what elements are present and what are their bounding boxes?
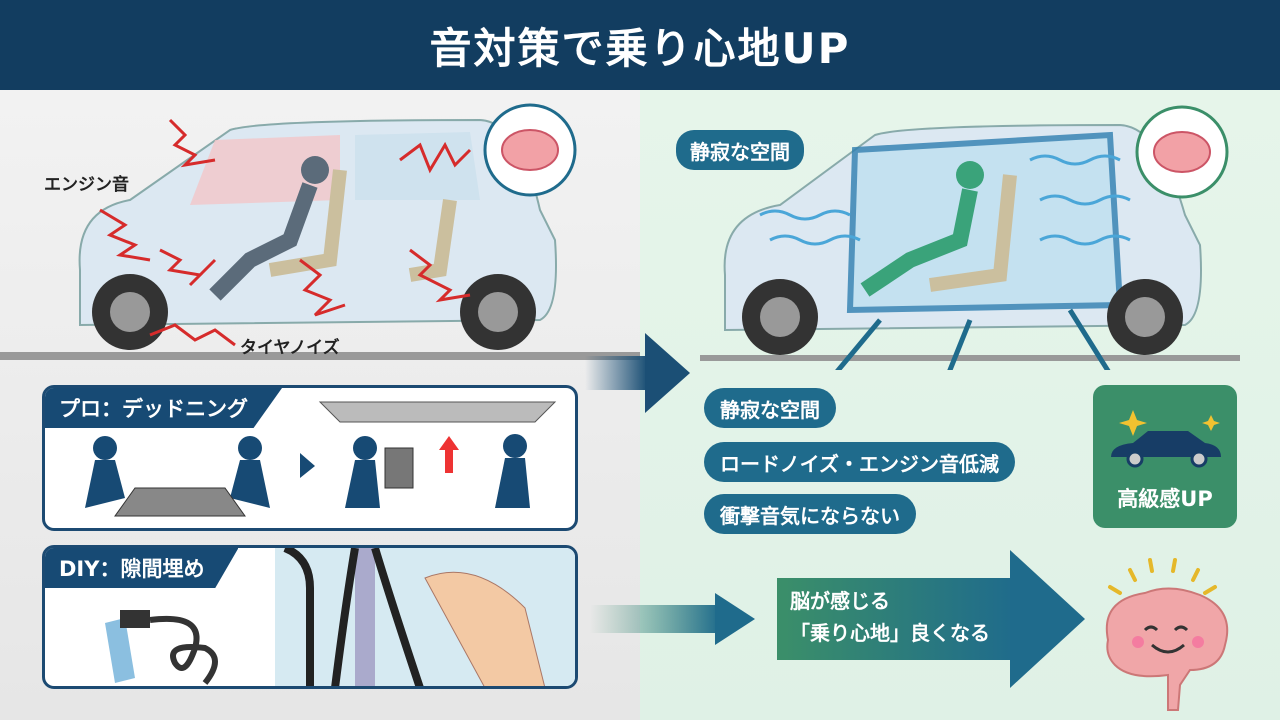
quiet-car-illustration	[700, 105, 1240, 370]
brain-message-line1: 脳が感じる	[790, 589, 890, 613]
pro-deadening-card: プロ：デッドニング	[42, 385, 578, 531]
benefit-pill: 衝撃音気にならない	[704, 494, 916, 534]
luxury-up-card: 高級感UP	[1093, 385, 1237, 528]
workers-installing-deadening-illustration	[85, 401, 557, 517]
benefit-pill: 静寂な空間	[704, 388, 836, 428]
weatherstrip-illustration	[105, 548, 575, 686]
page-title: 音対策で乗り心地UP	[0, 0, 1280, 90]
result-arrow-icon	[590, 550, 1085, 688]
benefit-pill: ロードノイズ・エンジン音低減	[704, 442, 1015, 482]
noisy-car-illustration	[0, 103, 640, 360]
brain-message: 脳が感じる 「乗り心地」良くなる	[790, 585, 990, 649]
diy-gap-filling-title: DIY：隙間埋め	[45, 548, 239, 588]
right-arrow-icon	[585, 333, 690, 413]
engine-noise-label: エンジン音	[44, 175, 129, 195]
pro-deadening-title: プロ：デッドニング	[45, 388, 282, 428]
happy-brain-icon	[1105, 558, 1229, 711]
brain-message-line2: 「乗り心地」良くなる	[790, 621, 990, 645]
quiet-space-callout: 静寂な空間	[676, 130, 804, 170]
diy-gap-filling-card: DIY：隙間埋め	[42, 545, 578, 689]
luxury-up-label: 高級感UP	[1117, 487, 1213, 511]
luxury-sedan-icon	[1111, 410, 1221, 468]
tire-noise-label: タイヤノイズ	[240, 338, 340, 358]
